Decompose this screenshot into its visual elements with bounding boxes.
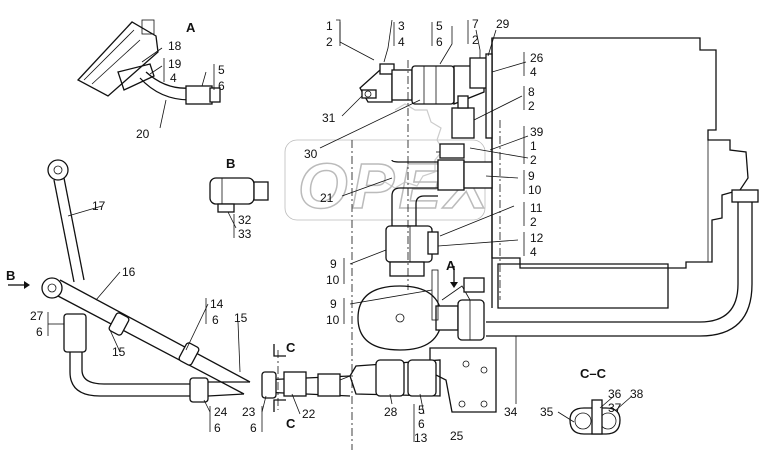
callout-label: 20 <box>136 127 150 141</box>
callout-label: 6 <box>214 421 221 435</box>
callout-label: 2 <box>530 215 537 229</box>
callout-label: 23 <box>242 405 256 419</box>
round-housing <box>357 269 485 351</box>
callout-label: 17 <box>92 199 106 213</box>
callout-label: 31 <box>322 111 336 125</box>
section-title-c-c: C–C <box>580 366 607 381</box>
leader-lines <box>48 19 633 423</box>
callout-label: 15 <box>112 345 126 359</box>
section-mark-bottom-label: C <box>286 416 296 431</box>
callout-label: 27 <box>30 309 44 323</box>
mid-elbow-21 <box>391 143 493 227</box>
callout-label: 10 <box>326 313 340 327</box>
section-marks-c <box>273 344 286 412</box>
view-arrow-b <box>8 281 30 289</box>
callout-label: 11 <box>530 201 543 215</box>
callout-label: 25 <box>450 429 464 443</box>
callout-label: 1 <box>326 19 333 33</box>
callout-label: 4 <box>530 245 537 259</box>
callout-label: 21 <box>320 191 334 205</box>
callout-label: 1 <box>530 139 537 153</box>
detail-view-a <box>76 19 221 105</box>
callout-label: 10 <box>326 273 340 287</box>
callout-label: 28 <box>384 405 398 419</box>
callout-label: 26 <box>530 51 544 65</box>
pipe-28 <box>339 359 441 397</box>
view-label-a: A <box>186 20 196 35</box>
callout-label: 4 <box>398 35 405 49</box>
vertical-pipe-11 <box>385 225 439 277</box>
engine-block <box>486 37 749 309</box>
callout-label: 6 <box>218 79 225 93</box>
callout-brackets <box>47 19 525 442</box>
callout-label: 38 <box>630 387 644 401</box>
callout-label: 30 <box>304 147 318 161</box>
callout-numbers: 1 2 3 4 5 6 7 2 29 26 4 8 2 39 1 2 9 10 … <box>30 17 644 445</box>
callout-label: 6 <box>212 313 219 327</box>
callout-label: 12 <box>530 231 544 245</box>
upper-pipe-assembly <box>359 53 493 139</box>
pipe-34 <box>486 189 759 337</box>
view-arrow-b-label: B <box>6 268 15 283</box>
callout-label: 4 <box>170 71 177 85</box>
callout-label: 2 <box>530 153 537 167</box>
callout-label: 2 <box>326 35 333 49</box>
callout-label: 24 <box>214 405 228 419</box>
callout-label: 3 <box>398 19 405 33</box>
callout-label: 10 <box>528 183 542 197</box>
callout-label: 39 <box>530 125 544 139</box>
callout-label: 19 <box>168 57 182 71</box>
callout-label: 8 <box>528 85 535 99</box>
hose-left-15-16-17 <box>41 159 251 403</box>
callout-label: 2 <box>472 33 479 47</box>
callout-label: 13 <box>414 431 428 445</box>
callout-label: 6 <box>418 417 425 431</box>
section-c-c-clamp <box>569 399 621 435</box>
lower-hose-22 <box>261 371 351 399</box>
callout-label: 9 <box>330 297 337 311</box>
callout-label: 7 <box>472 17 479 31</box>
callout-label: 6 <box>436 35 443 49</box>
callout-label: 22 <box>302 407 316 421</box>
callout-label: 4 <box>530 65 537 79</box>
callout-label: 6 <box>250 421 257 435</box>
callout-label: 32 <box>238 213 252 227</box>
callout-label: 2 <box>528 99 535 113</box>
callout-label: 9 <box>330 257 337 271</box>
callout-label: 15 <box>234 311 248 325</box>
callout-label: 37 <box>608 401 622 415</box>
callout-label: 29 <box>496 17 510 31</box>
callout-label: 36 <box>608 387 622 401</box>
callout-label: 5 <box>436 19 443 33</box>
callout-label: 5 <box>418 403 425 417</box>
callout-label: 35 <box>540 405 554 419</box>
section-mark-top-label: C <box>286 340 296 355</box>
callout-label: 5 <box>218 63 225 77</box>
callout-label: 14 <box>210 297 224 311</box>
callout-label: 18 <box>168 39 182 53</box>
view-label-b: B <box>226 156 235 171</box>
detail-view-b <box>209 177 269 213</box>
view-arrow-a-label: A <box>446 258 456 273</box>
view-arrow-a <box>450 266 458 288</box>
callout-label: 16 <box>122 265 136 279</box>
callout-label: 33 <box>238 227 252 241</box>
callout-label: 6 <box>36 325 43 339</box>
callout-label: 9 <box>528 169 535 183</box>
callout-label: 34 <box>504 405 518 419</box>
